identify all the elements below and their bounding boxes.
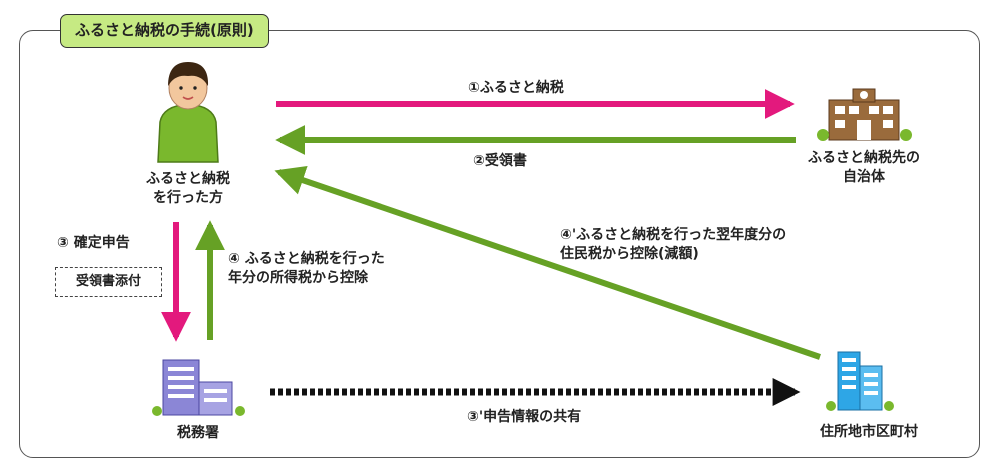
tax-office-label: 税務署: [177, 425, 219, 441]
flow-label-payment: ①ふるさと納税: [468, 80, 564, 96]
diagram-frame: [19, 30, 980, 458]
tax-office-building-icon: [152, 359, 245, 416]
receipt-attached-note: 受領書添付: [55, 267, 162, 297]
flow-label-resident-tax-deduction: ④'ふるさと納税を行った翌年度分の 住民税から控除(減額): [560, 227, 787, 262]
arrow-resident-tax-deduction: [274, 165, 821, 360]
diagram-title: ふるさと納税の手続(原則): [60, 14, 269, 48]
municipality-label: ふるさと納税先の 自治体: [808, 150, 920, 185]
flow-label-income-tax-deduction: ④ ふるさと納税を行った 年分の所得税から控除: [228, 251, 385, 286]
flow-label-receipt: ②受領書: [473, 153, 527, 169]
residence-office-label: 住所地市区町村: [820, 424, 918, 440]
city-office-building-icon: [826, 351, 894, 411]
flow-label-tax-return: ③ 確定申告: [57, 235, 130, 251]
flow-label-info-sharing: ③'申告情報の共有: [467, 409, 582, 425]
person-icon: [157, 62, 219, 163]
town-hall-icon: [817, 88, 912, 141]
taxpayer-label: ふるさと納税 を行った方: [146, 171, 230, 206]
